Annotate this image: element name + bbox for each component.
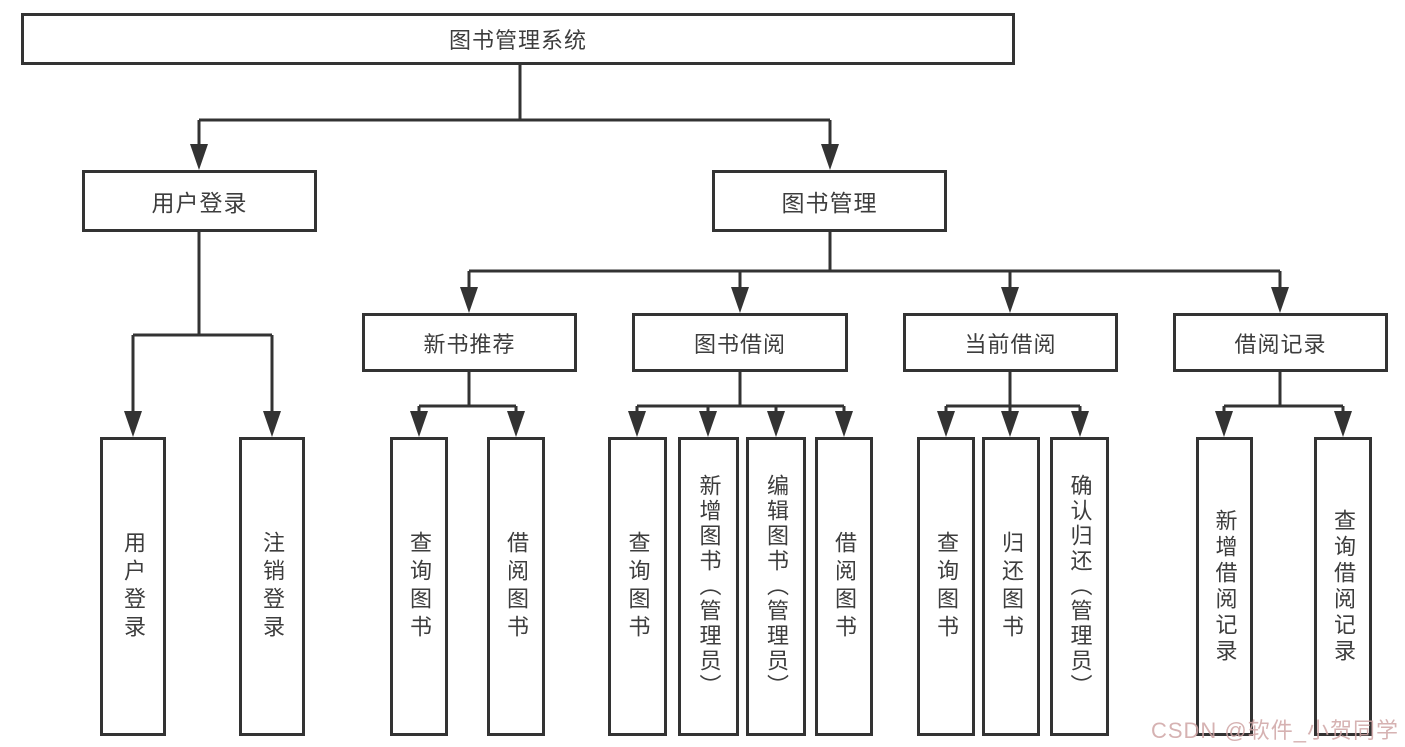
node-current-borrow: 当前借阅 — [903, 313, 1118, 372]
node-new-book-recommend: 新书推荐 — [362, 313, 577, 372]
node-book-borrow: 图书借阅 — [632, 313, 848, 372]
csdn-watermark: CSDN @软件_小贺同学 — [1150, 718, 1399, 743]
leaf-add-books-admin: 新增图书（管理员） — [678, 437, 739, 736]
node-user-login: 用户登录 — [82, 170, 317, 232]
leaf-label: 借阅图书 — [832, 530, 857, 643]
leaf-label: 编辑图书（管理员） — [764, 474, 789, 699]
leaf-borrow-books-1: 借阅图书 — [487, 437, 545, 736]
leaf-confirm-return-admin: 确认归还（管理员） — [1050, 437, 1109, 736]
node-borrow-record: 借阅记录 — [1173, 313, 1388, 372]
arrowhead-group — [124, 144, 1352, 437]
leaf-edit-books-admin: 编辑图书（管理员） — [746, 437, 806, 736]
leaf-logout: 注销登录 — [239, 437, 305, 736]
leaf-label: 查询借阅记录 — [1331, 508, 1356, 665]
leaf-query-books-3: 查询图书 — [917, 437, 975, 736]
leaf-add-borrow-record: 新增借阅记录 — [1196, 437, 1253, 736]
leaf-user-login: 用户登录 — [100, 437, 166, 736]
leaf-label: 用户登录 — [121, 530, 146, 643]
leaf-label: 新增图书（管理员） — [696, 474, 722, 699]
node-book-management: 图书管理 — [712, 170, 947, 232]
leaf-label: 查询图书 — [934, 530, 959, 643]
leaf-label: 归还图书 — [999, 530, 1024, 643]
node-root-system: 图书管理系统 — [21, 13, 1015, 65]
leaf-query-books-2: 查询图书 — [608, 437, 667, 736]
leaf-label: 确认归还（管理员） — [1067, 474, 1093, 699]
leaf-label: 新增借阅记录 — [1212, 508, 1238, 665]
leaf-return-books: 归还图书 — [982, 437, 1040, 736]
leaf-label: 查询图书 — [625, 530, 651, 643]
leaf-borrow-books-2: 借阅图书 — [815, 437, 873, 736]
leaf-query-borrow-record: 查询借阅记录 — [1314, 437, 1372, 736]
leaf-query-books-1: 查询图书 — [390, 437, 448, 736]
leaf-label: 注销登录 — [260, 530, 285, 643]
leaf-label: 查询图书 — [407, 530, 432, 643]
leaf-label: 借阅图书 — [504, 530, 529, 643]
